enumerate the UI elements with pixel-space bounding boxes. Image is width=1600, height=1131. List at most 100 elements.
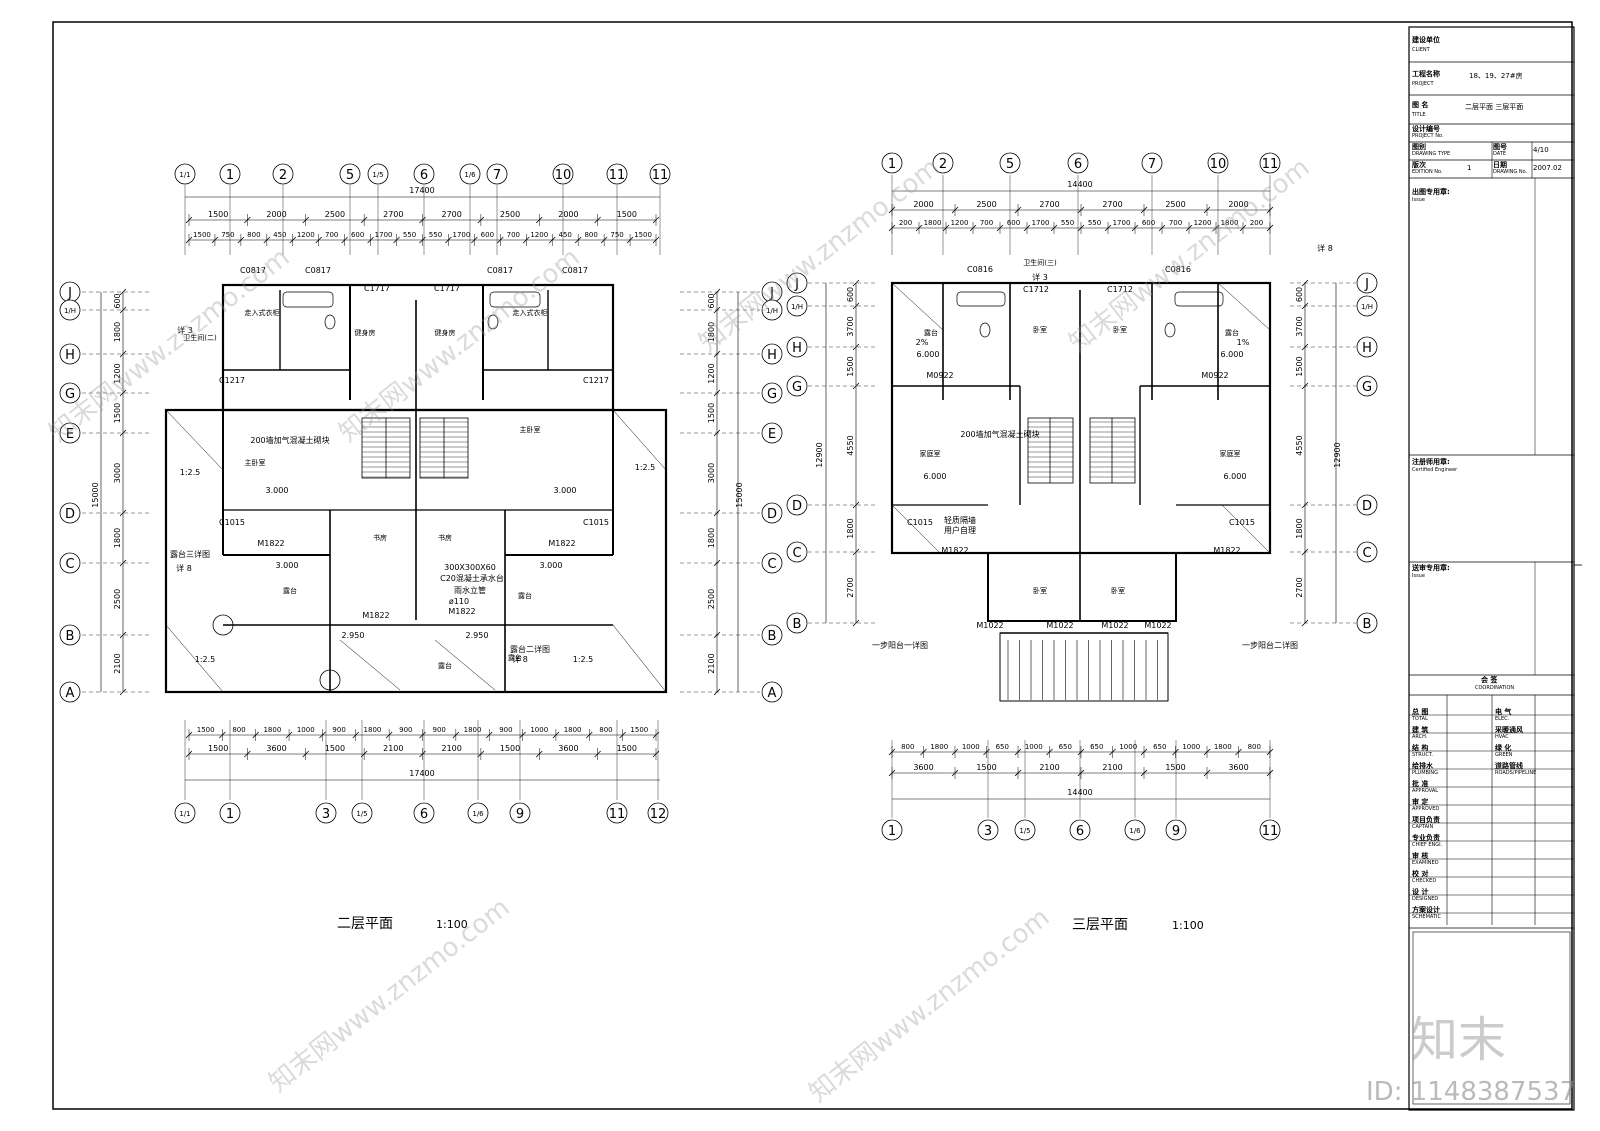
dimension-value: 900 [399, 726, 412, 734]
dimension-value: 700 [507, 231, 520, 239]
axis-circle [786, 541, 808, 563]
room-name: 露台 [924, 328, 938, 337]
axis-label: 1 [226, 168, 234, 183]
axis-label: 10 [555, 168, 572, 183]
axis-label: J [1364, 277, 1369, 292]
dimension-tick [713, 688, 721, 696]
plan-annotation: C20混凝土承水台 [440, 573, 504, 583]
exterior-wall [890, 281, 1272, 555]
room-name: 主卧室 [245, 458, 266, 467]
sign-role: 项目负责 [1412, 816, 1440, 824]
axis-circle [552, 163, 574, 185]
plan-annotation: 3.000 [554, 486, 577, 495]
axis-label: 1/5 [356, 810, 367, 818]
plan-annotation: M1022 [1101, 621, 1128, 630]
axis-label: H [1362, 341, 1372, 356]
axis-label: 6 [1076, 824, 1084, 839]
axis-bubble: 1 [881, 819, 903, 841]
dimension-tick [119, 389, 127, 397]
dimension-tick [713, 559, 721, 567]
dimension-value: 2700 [1039, 200, 1059, 209]
dimension-value: 200 [1250, 219, 1263, 227]
dimension-value: 900 [332, 726, 345, 734]
dimension-value: 2100 [442, 744, 462, 753]
dimension-value: 3600 [1228, 763, 1248, 772]
dimension-value: 1800 [930, 743, 948, 751]
room-name: 健身房 [355, 328, 376, 337]
dimension-value: 1800 [364, 726, 382, 734]
axis-circle [1067, 152, 1089, 174]
dimension-value: 800 [247, 231, 260, 239]
axis-circle [59, 382, 81, 404]
dimension-tick [1301, 382, 1309, 390]
bathtub [1174, 291, 1224, 307]
drain-detail [212, 614, 234, 636]
dimension-value: 600 [113, 293, 122, 308]
axis-label: 1/6 [472, 810, 484, 818]
dimension-value: 1800 [707, 322, 716, 342]
axis-label: C [1362, 546, 1371, 561]
dimension-value: 2500 [976, 200, 996, 209]
issue-label: 出图专用章: [1412, 188, 1450, 196]
sign-role: 批 准 [1412, 780, 1429, 788]
dimension-value: 600 [1295, 287, 1304, 302]
sign-role: 绿 化 [1495, 744, 1512, 752]
projno-sub: PROJECT No. [1412, 133, 1444, 139]
dimension-value: 1500 [617, 210, 637, 219]
dimension-value: 1500 [707, 403, 716, 423]
dimension-value: 450 [559, 231, 572, 239]
dimension-value: 1800 [113, 322, 122, 342]
axis-circle [1141, 152, 1163, 174]
plan-annotation: C1217 [219, 376, 245, 385]
dimension-tick [713, 288, 721, 296]
axis-bubble: 9 [509, 802, 531, 824]
plan-annotation: M1022 [976, 621, 1003, 630]
balcony [999, 632, 1169, 702]
axis-label: 6 [420, 168, 428, 183]
axis-bubble: 6 [1069, 819, 1091, 841]
axis-label: 1/H [766, 307, 778, 315]
axis-bubble: B [59, 624, 81, 646]
axis-label: H [792, 341, 802, 356]
slope-line [165, 624, 224, 693]
dimension-value: 650 [1090, 743, 1103, 751]
project-value: 18、19、27#房 [1469, 72, 1523, 80]
axis-bubble: 1/5 [367, 163, 389, 185]
axis-label: 9 [1172, 824, 1180, 839]
axis-bubble: 5 [999, 152, 1021, 174]
slope-line [612, 409, 667, 471]
project-sub: PROJECT [1412, 81, 1434, 87]
axis-circle [272, 163, 294, 185]
title-block: 建设单位 CLIENT 工程名称 PROJECT 18、19、27#房 图 名 … [1409, 27, 1574, 1110]
dimension-value: 2500 [113, 589, 122, 609]
plan-annotation: 1:2.5 [180, 468, 201, 477]
axis-circle [761, 422, 783, 444]
left-plan-caption: 二层平面 [337, 916, 393, 932]
axis-circle [59, 422, 81, 444]
dimension-value: 2500 [500, 210, 520, 219]
right-plan-scale: 1:100 [1172, 919, 1204, 932]
dimension-value: 2700 [383, 210, 403, 219]
overall-dimension: 14400 [1067, 180, 1092, 189]
total-height: 12900 [815, 442, 824, 467]
axis-circle [1356, 541, 1378, 563]
axis-bubble: 6 [413, 802, 435, 824]
dimension-value: 1000 [1119, 743, 1137, 751]
dimension-value: 600 [707, 293, 716, 308]
dimension-value: 750 [610, 231, 623, 239]
axis-bubble: C [1356, 541, 1378, 563]
axis-label: 2 [279, 168, 287, 183]
sign-role: 建 筑 [1412, 726, 1429, 734]
axis-bubble: J [786, 272, 808, 294]
axis-circle [351, 802, 373, 824]
slope-line [1221, 504, 1271, 554]
axis-bubble: 9 [1165, 819, 1187, 841]
plan-annotation: 详 8 [176, 563, 192, 573]
dimension-value: 450 [273, 231, 286, 239]
dimension-value: 1000 [530, 726, 548, 734]
image-id: ID: 1148387537 [1366, 1077, 1577, 1107]
dimension-value: 2700 [1102, 200, 1122, 209]
sign-role-en: CHIEF ENGI. [1412, 842, 1443, 848]
axis-bubble: 1 [219, 802, 241, 824]
slope-line [891, 282, 944, 331]
